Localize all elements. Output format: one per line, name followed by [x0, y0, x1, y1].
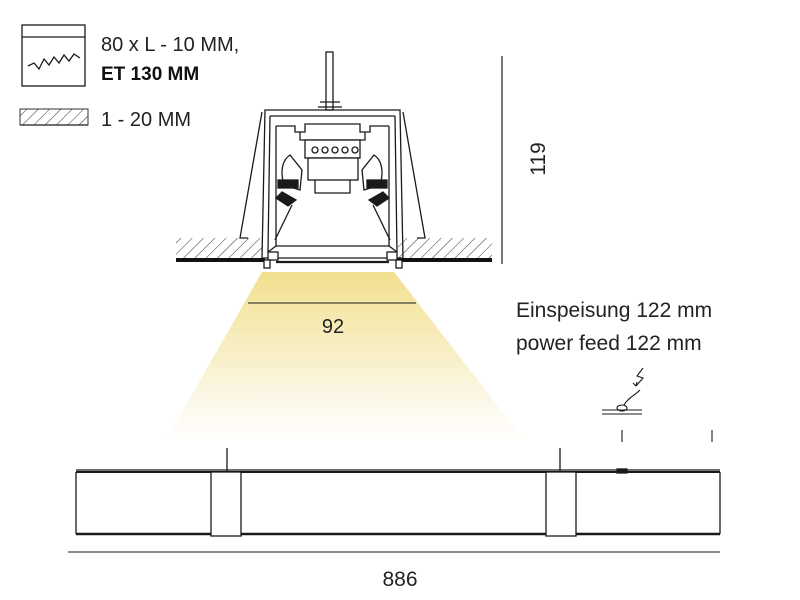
power-feed-note: Einspeisung 122 mm power feed 122 mm [516, 299, 712, 355]
legend: 80 x L - 10 MM, ET 130 MM 1 - 20 MM [19, 24, 239, 131]
legend-cutout-bold-text: ET 130 MM [101, 64, 199, 85]
power-feed-en-text: power feed 122 mm [516, 332, 702, 355]
height-dimension: 119 [501, 56, 550, 264]
power-feed-cable-icon [602, 367, 713, 442]
light-beam [166, 272, 524, 440]
ceiling-cutout-icon [21, 24, 86, 87]
profile-cross-section [239, 51, 426, 269]
side-view [75, 448, 721, 537]
light-width-value: 92 [322, 316, 344, 338]
legend-cutout-text: 80 x L - 10 MM, [101, 34, 239, 56]
power-feed-de-text: Einspeisung 122 mm [516, 299, 712, 322]
width-dimension: 92 [248, 302, 416, 338]
length-value: 886 [382, 568, 417, 591]
height-value: 119 [527, 142, 550, 175]
ceiling-section [176, 238, 492, 262]
legend-ceiling-text: 1 - 20 MM [101, 109, 191, 131]
length-dimension: 886 [68, 551, 720, 591]
ceiling-hatch-icon [19, 108, 89, 126]
